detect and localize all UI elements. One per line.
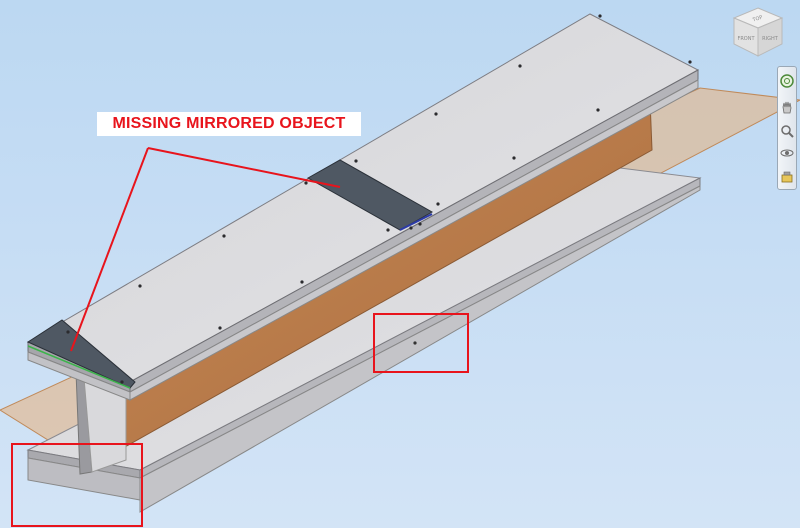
highlight-box-center — [373, 313, 469, 373]
viewcube[interactable]: TOP FRONT RIGHT — [730, 4, 786, 60]
splice-plate-end — [26, 319, 136, 389]
viewcube-front-label: FRONT — [737, 36, 755, 42]
viewcube-top-label: TOP — [751, 15, 763, 24]
bolt-holes — [66, 14, 692, 384]
navigation-bar — [777, 66, 797, 190]
highlight-box-end — [11, 443, 143, 527]
splice-plate-center — [306, 159, 434, 231]
pan-hand-icon[interactable] — [779, 99, 795, 115]
zoom-icon[interactable] — [779, 123, 795, 139]
steering-wheel-icon[interactable] — [779, 73, 795, 89]
look-at-icon[interactable] — [779, 169, 795, 185]
annotation-markup — [11, 147, 469, 527]
viewcube-right-label: RIGHT — [762, 36, 779, 42]
orbit-icon[interactable] — [779, 145, 795, 161]
missing-object-callout: MISSING MIRRORED OBJECT — [97, 112, 361, 136]
